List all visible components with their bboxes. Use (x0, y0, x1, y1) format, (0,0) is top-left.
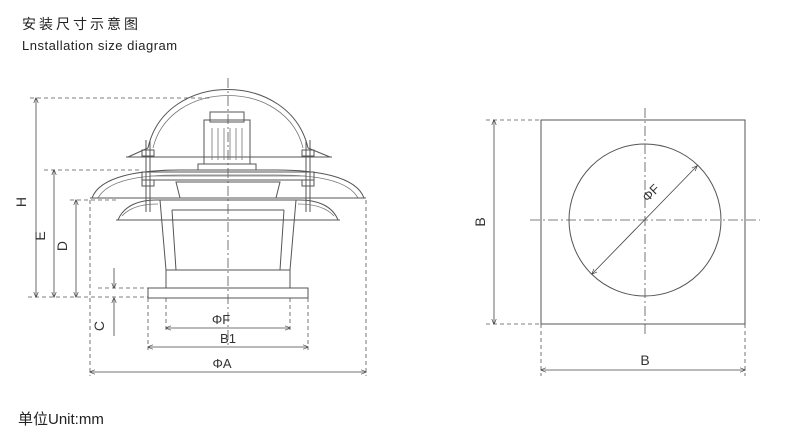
top-view: ΦF B B (472, 108, 760, 376)
throat-outer (159, 199, 297, 271)
unit-note: 单位Unit:mm (18, 411, 104, 428)
motor-cap (209, 111, 245, 123)
dim-F-diagonal (592, 166, 697, 274)
lower-hood (117, 199, 339, 221)
label-A: ΦA (212, 356, 231, 371)
base-flange (147, 287, 309, 299)
base-square (540, 119, 746, 325)
hood-band (141, 171, 315, 181)
label-B-horizontal: B (640, 352, 649, 368)
throat-inner (171, 209, 285, 271)
label-D: D (54, 241, 70, 251)
label-H: H (13, 197, 29, 207)
label-F: ΦF (212, 312, 230, 327)
motor-base (197, 163, 257, 171)
label-B1: B1 (220, 331, 236, 346)
label-F-diagonal: ΦF (639, 181, 663, 205)
upper-hood (91, 169, 365, 199)
dome-inner (152, 95, 304, 149)
side-view: H E D C ΦF B1 ΦA (13, 78, 366, 376)
impeller (175, 181, 281, 199)
label-C: C (91, 321, 107, 331)
dome (147, 89, 309, 149)
label-E: E (32, 231, 48, 240)
diagram-title-chinese: 安装尺寸示意图 (22, 16, 141, 32)
dome-flange (127, 147, 331, 158)
diagram-title-english: Lnstallation size diagram (22, 38, 178, 53)
label-B-vertical: B (472, 217, 488, 226)
